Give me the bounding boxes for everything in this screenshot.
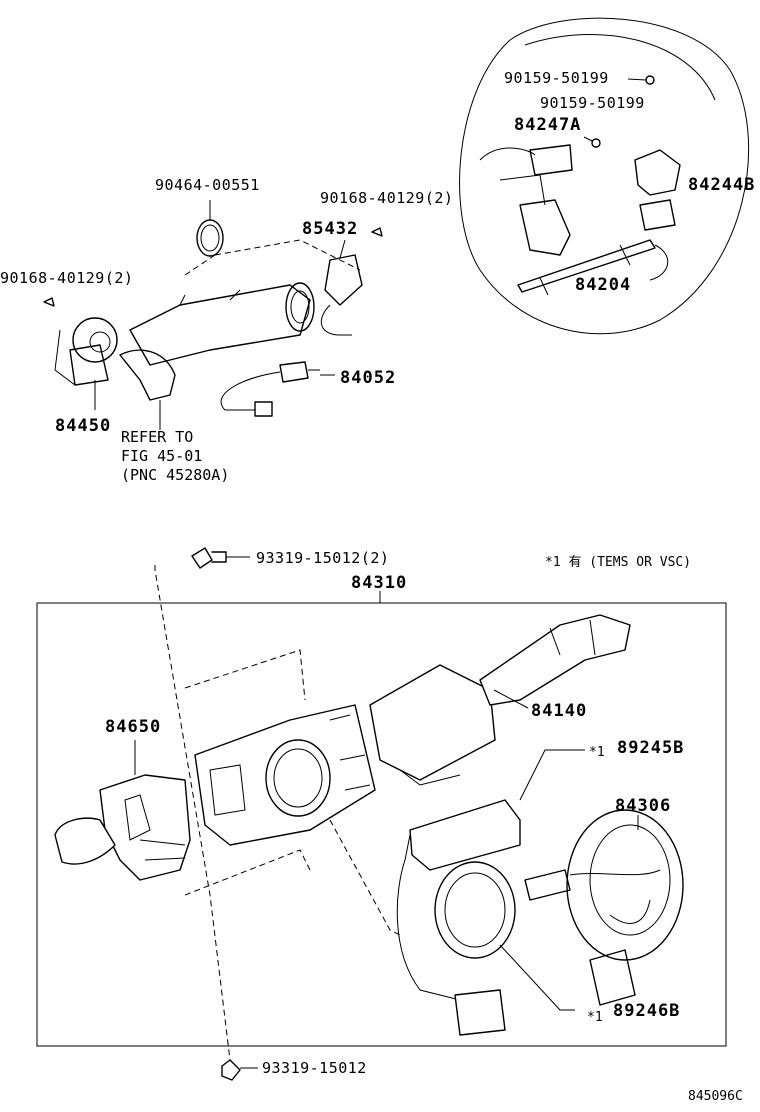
label-93319-15012-top: 93319-15012(2) [256, 549, 389, 567]
label-84310: 84310 [351, 573, 407, 593]
refer-to-line2: FIG 45-01 [121, 447, 202, 465]
label-84306: 84306 [615, 796, 671, 816]
label-84450: 84450 [55, 416, 111, 436]
label-90159-50199-lower: 90159-50199 [540, 94, 645, 112]
note-tems-or-vsc: *1 有 (TEMS OR VSC) [545, 555, 691, 570]
label-90159-50199-upper: 90159-50199 [504, 69, 609, 87]
label-84247a: 84247A [514, 115, 581, 135]
label-89246b: 89246B [613, 1001, 680, 1021]
label-84244b: 84244B [688, 175, 755, 195]
mark-1-upper: *1 [589, 745, 605, 760]
label-90168-40129-right: 90168-40129(2) [320, 189, 453, 207]
label-93319-15012-bottom: 93319-15012 [262, 1059, 367, 1077]
combination-switch-assembly [36, 547, 727, 1081]
figure-code: 845096C [688, 1089, 743, 1104]
label-84650: 84650 [105, 717, 161, 737]
steering-column-assembly [43, 200, 383, 430]
refer-to-line1: REFER TO [121, 428, 193, 446]
label-84052: 84052 [340, 368, 396, 388]
steering-wheel-assembly [459, 17, 750, 335]
mark-1-lower: *1 [587, 1010, 603, 1025]
label-85432: 85432 [302, 219, 358, 239]
label-90168-40129-left: 90168-40129(2) [0, 269, 133, 287]
label-84140: 84140 [531, 701, 587, 721]
part-labels: 90159-50199 90159-50199 84247A 84244B 84… [0, 69, 755, 1104]
label-84204: 84204 [575, 275, 631, 295]
label-90464-00551: 90464-00551 [155, 176, 260, 194]
label-89245b: 89245B [617, 738, 684, 758]
refer-to-line3: (PNC 45280A) [121, 466, 229, 484]
